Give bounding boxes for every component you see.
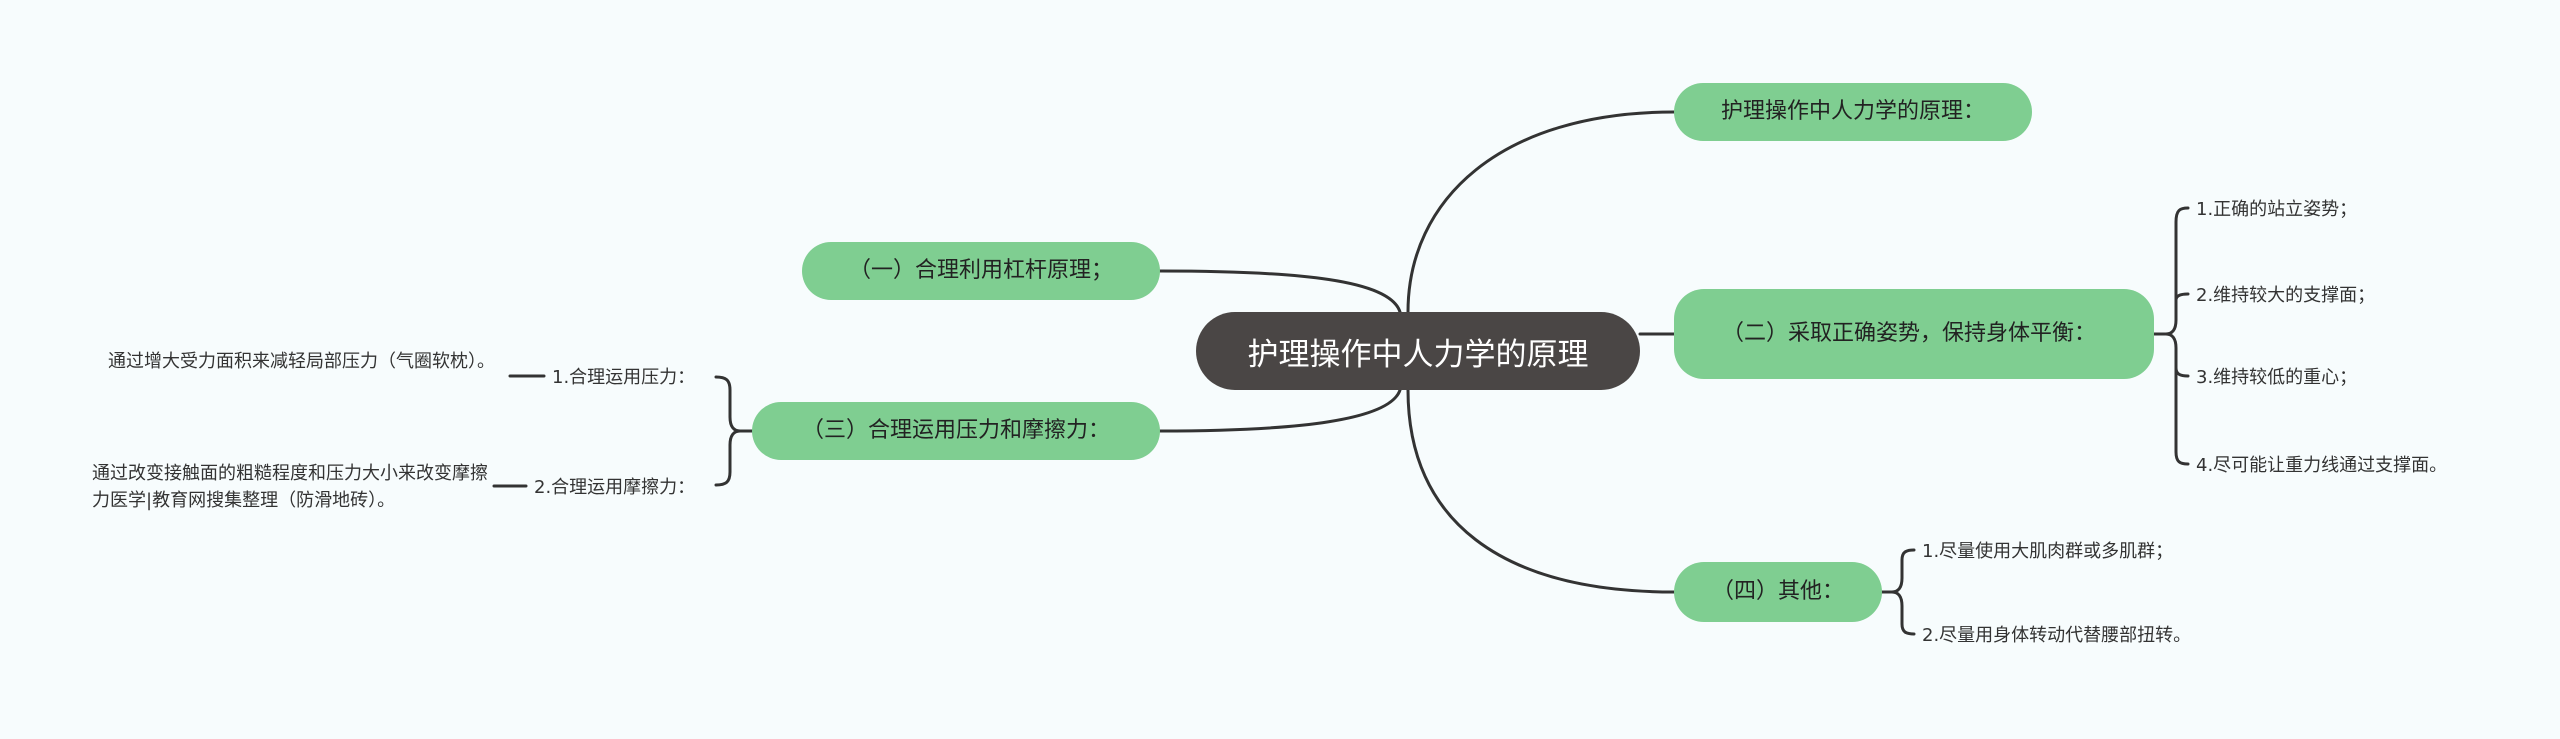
pressure-detail-1[interactable]: 通过增大受力面积来减轻局部压力（气圈软枕）。 [108, 348, 508, 375]
posture-item-4[interactable]: 4.尽可能让重力线通过支撑面。 [2196, 450, 2448, 478]
other-item-2[interactable]: 2.尽量用身体转动代替腰部扭转。 [1922, 620, 2192, 648]
other-item-1[interactable]: 1.尽量使用大肌肉群或多肌群； [1922, 536, 2174, 564]
connector-root-lever [1158, 269, 1402, 314]
connector-root-principle [1406, 110, 1676, 314]
posture-item-3[interactable]: 3.维持较低的重心； [2196, 362, 2358, 390]
bracket-posture [2152, 206, 2190, 466]
connector-root-pressure [1158, 388, 1402, 433]
branch-lever[interactable]: （一）合理利用杠杆原理； [802, 242, 1160, 300]
bracket-pressure [714, 375, 754, 487]
branch-principle[interactable]: 护理操作中人力学的原理： [1674, 83, 2032, 141]
posture-item-1[interactable]: 1.正确的站立姿势； [2196, 194, 2358, 222]
branch-posture[interactable]: （二）采取正确姿势，保持身体平衡： [1674, 289, 2154, 379]
pressure-detail-2[interactable]: 通过改变接触面的粗糙程度和压力大小来改变摩擦力医学|教育网搜集整理（防滑地砖）。 [92, 460, 490, 514]
branch-pressure[interactable]: （三）合理运用压力和摩擦力： [752, 402, 1160, 460]
pressure-item-1[interactable]: 1.合理运用压力： [552, 362, 696, 390]
connector-root-other [1406, 388, 1676, 594]
posture-item-2[interactable]: 2.维持较大的支撑面； [2196, 280, 2376, 308]
pressure-item-2[interactable]: 2.合理运用摩擦力： [534, 472, 696, 500]
root-topic[interactable]: 护理操作中人力学的原理 [1196, 312, 1640, 390]
bracket-other [1880, 548, 1916, 636]
branch-other[interactable]: （四）其他： [1674, 562, 1882, 622]
